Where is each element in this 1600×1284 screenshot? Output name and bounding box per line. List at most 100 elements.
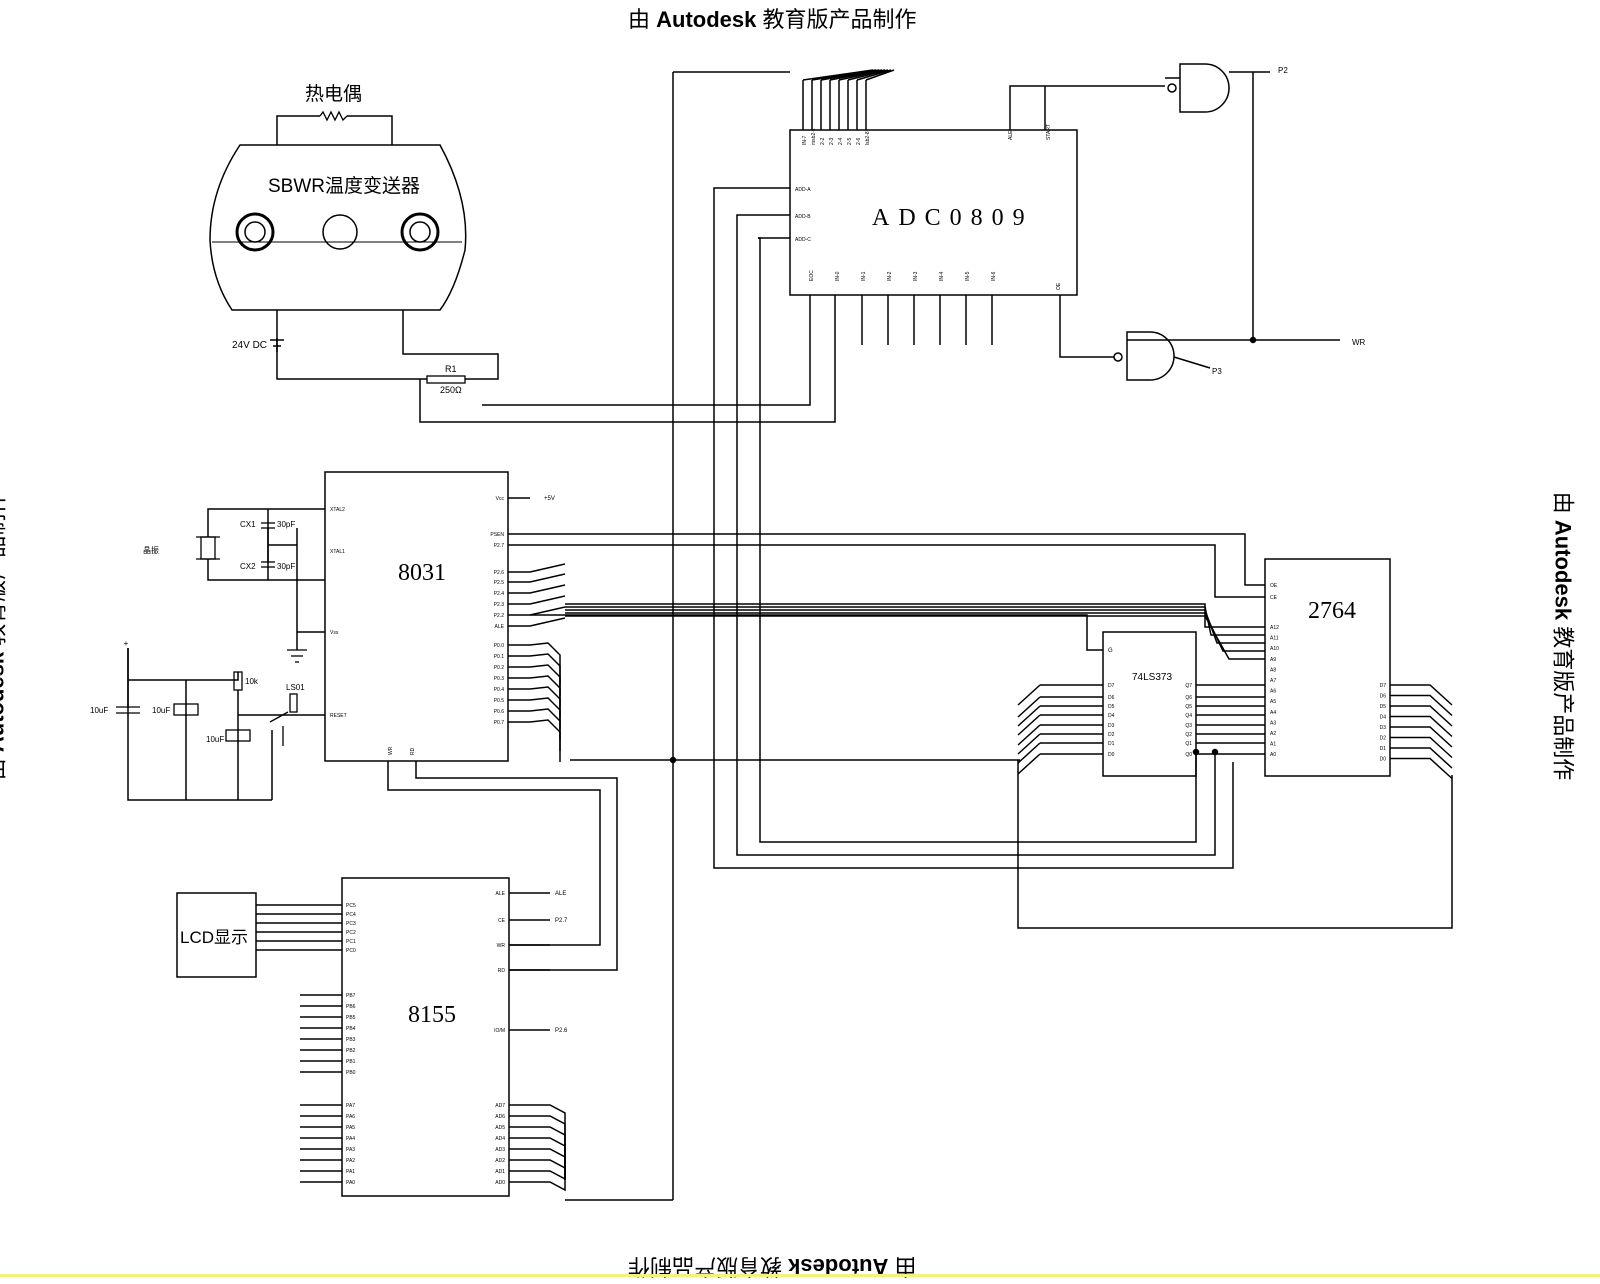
latch-d-label: D5 xyxy=(1108,704,1115,710)
crystal-label: 晶振 xyxy=(143,545,159,555)
ale-to-latch-wire xyxy=(530,614,1103,651)
mcu-p0-fan-wire xyxy=(529,697,561,740)
adc-data-bus-wire xyxy=(829,69,883,81)
reset-cap3-icon xyxy=(225,729,251,742)
terminal-center-icon xyxy=(322,214,358,250)
mcu-right-pin-label: P2.3 xyxy=(494,602,505,608)
resistor-value: 250Ω xyxy=(440,385,462,395)
mcu-p2-fan-wire xyxy=(529,606,566,616)
adc-add-pin-label: ADD-C xyxy=(795,237,811,243)
eprom-data-wire xyxy=(1390,694,1453,717)
latch-q-label: Q7 xyxy=(1185,683,1192,689)
reset-labels: 10uF 10uF 10uF 10k LS01 xyxy=(90,677,305,744)
junction-dot xyxy=(1211,748,1219,756)
io-pc-label: PC2 xyxy=(346,930,356,936)
adc-top-pin-label: lsb2-8 xyxy=(865,131,871,145)
reset-cap3-label: 10uF xyxy=(206,735,224,744)
gate-bottom-out-wire xyxy=(1173,356,1211,369)
io-ad-label: AD3 xyxy=(495,1147,505,1153)
mcu-right-pin-label: P0.3 xyxy=(494,676,505,682)
io-ad-wire xyxy=(509,1126,566,1180)
latch-d-label: D6 xyxy=(1108,695,1115,701)
watermark-prefix: 由 xyxy=(628,7,651,32)
io-pa-label: PA0 xyxy=(346,1180,355,1186)
mcu-right-pin-label: P0.4 xyxy=(494,687,505,693)
io-pa-label: PA7 xyxy=(346,1103,355,1109)
reset-gnd-wire xyxy=(127,648,272,801)
oscillator-labels: 晶振 CX1 30pF CX2 30pF xyxy=(143,520,295,571)
watermark-suffix: 教育版产品制作 xyxy=(762,7,917,32)
temperature-transmitter: SBWR温度变送器 热电偶 24V DC R1 250Ω xyxy=(209,83,467,395)
eprom-addr-label: A2 xyxy=(1270,731,1276,737)
mcu-right-pin-label: ALE xyxy=(495,624,505,630)
io-pb-label: PB2 xyxy=(346,1048,356,1054)
cap-cx2-value: 30pF xyxy=(277,562,295,571)
vcc-symbol: + xyxy=(124,639,129,648)
io-right-pin-label: WR xyxy=(497,943,506,949)
eprom-addr-label: A3 xyxy=(1270,720,1276,726)
io-right-pin-label: IO/M xyxy=(494,1028,505,1034)
mcu-p0-fan-wire xyxy=(529,664,561,707)
latch-d-fan-wire xyxy=(1017,684,1041,706)
eprom-data-wire xyxy=(1390,684,1453,706)
eprom-data-wire xyxy=(1390,747,1453,769)
eprom-data-label: D4 xyxy=(1380,715,1387,721)
eprom-chip xyxy=(1264,558,1391,777)
adc-data-bus-wire xyxy=(820,69,880,81)
resistor-icon xyxy=(426,375,466,384)
adc-in1-wire xyxy=(419,295,836,423)
gate-label-bottom: P3 xyxy=(1212,367,1222,376)
mcu-right-pin-label: P0.2 xyxy=(494,665,505,671)
reset-cap1-label: 10uF xyxy=(90,706,108,715)
reset-section xyxy=(116,671,298,746)
transmitter-neg-wire xyxy=(276,310,427,380)
adc-add-pin-label: ADD-B xyxy=(795,214,811,220)
resistor-name: R1 xyxy=(445,364,457,374)
eprom-addr-label: A7 xyxy=(1270,678,1276,684)
mcu-right-pin-label: Vcc xyxy=(496,496,505,502)
adc-top-pin-label: 2-5 xyxy=(847,138,853,145)
eprom-data-wire xyxy=(1390,757,1453,780)
adc-oe-label: OE xyxy=(1056,282,1062,290)
io-ad-wire xyxy=(509,1159,566,1180)
io-right-pin-label: ALE xyxy=(496,891,506,897)
mcu-right-pin-label: P2.4 xyxy=(494,591,505,597)
io-chip xyxy=(341,877,510,1197)
transmitter-title: SBWR温度变送器 xyxy=(268,175,420,197)
eprom-addr-label: A8 xyxy=(1270,667,1276,673)
latch-chip xyxy=(1102,631,1197,777)
latch-q-label: Q5 xyxy=(1185,704,1192,710)
latch-q-label: Q6 xyxy=(1185,695,1192,701)
and-gate-bottom-icon xyxy=(1126,331,1175,381)
add-b-wire xyxy=(736,214,1216,856)
gate-net-labels: P2 WR P3 xyxy=(1212,66,1366,376)
thermocouple-icon xyxy=(319,110,348,122)
eprom-data-wire xyxy=(1390,705,1453,727)
add-a-wire xyxy=(713,187,1234,869)
eprom-data-wire xyxy=(1390,726,1453,748)
mcu-p2-fan-wire xyxy=(529,563,566,573)
eprom-addr-label: A0 xyxy=(1270,752,1276,758)
io-pa-label: PA4 xyxy=(346,1136,355,1142)
io-pb-label: PB5 xyxy=(346,1015,356,1021)
adc-top-pin-label: 2-6 xyxy=(856,138,862,145)
io-right-net-label: P2.7 xyxy=(555,918,568,924)
io-ad-label: AD5 xyxy=(495,1125,505,1131)
eprom-data-wire xyxy=(1390,736,1453,759)
mcu-left-pin-label: RESET xyxy=(330,713,347,719)
watermark-top: 由 Autodesk 教育版产品制作 xyxy=(628,2,917,34)
addr-high-wire xyxy=(565,615,1265,660)
io-pa-label: PA2 xyxy=(346,1158,355,1164)
io-right-pin-label: RD xyxy=(498,968,506,974)
io-pc-label: PC5 xyxy=(346,903,356,909)
thermocouple-label: 热电偶 xyxy=(305,83,362,105)
latch-q-label: Q0 xyxy=(1185,752,1192,758)
mcu-p0-fan-wire xyxy=(529,719,561,762)
adc-top-pin-label: 2-3 xyxy=(829,138,835,145)
io-pb-label: PB7 xyxy=(346,993,356,999)
thermocouple-loop xyxy=(276,115,320,145)
eprom-addr-label: A10 xyxy=(1270,646,1279,652)
reset-resistor-icon xyxy=(233,671,243,691)
mcu-p0-fan-wire xyxy=(529,642,561,685)
